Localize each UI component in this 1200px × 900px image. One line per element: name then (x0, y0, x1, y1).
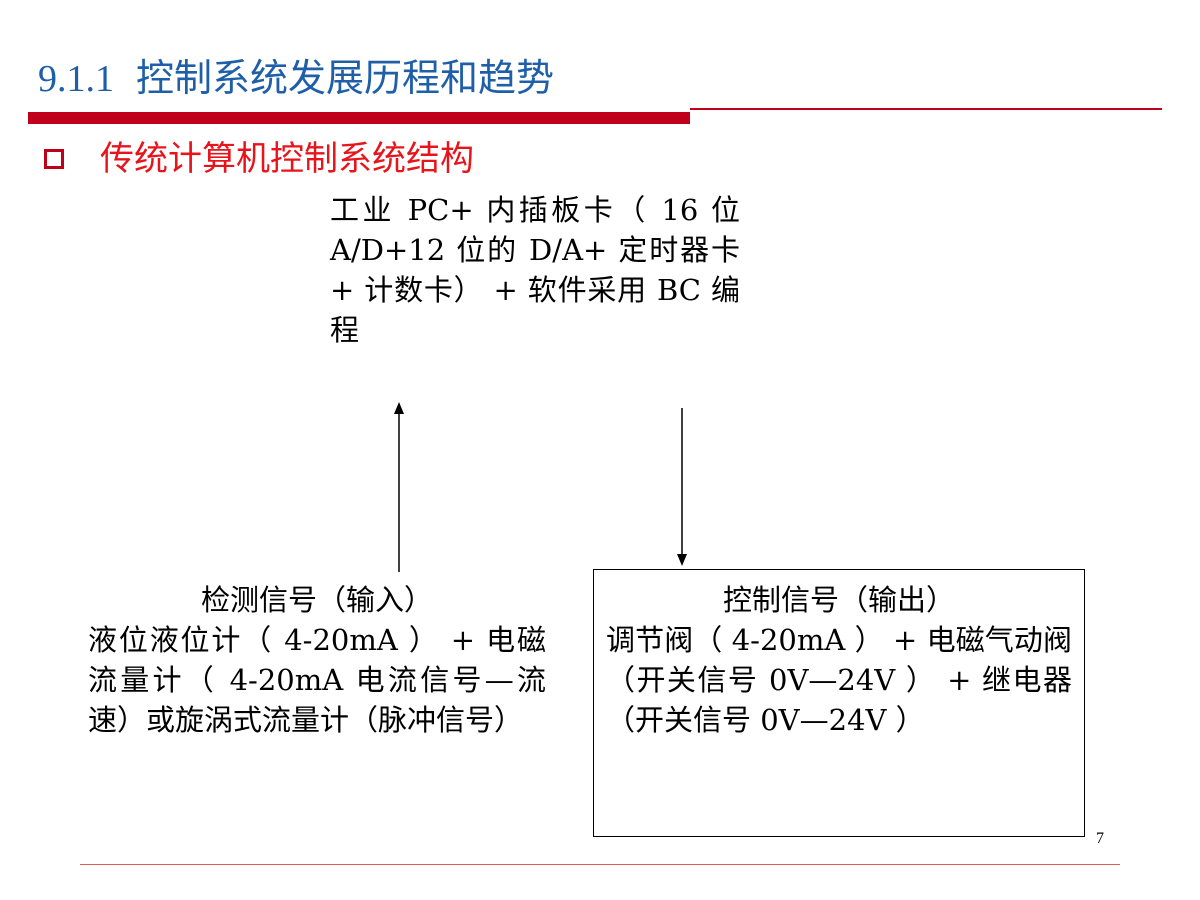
square-bullet-icon (44, 149, 64, 169)
pc-block-text: 工业 PC+ 内插板卡（ 16 位 A/D+12 位的 D/A+ 定时器卡 + … (330, 193, 740, 347)
title-underline-thick (28, 112, 690, 124)
input-signal-block: 检测信号（输入） 液位液位计（ 4-20mA ） + 电磁流量计（ 4-20mA… (88, 580, 546, 740)
title-text: 控制系统发展历程和趋势 (136, 56, 555, 100)
output-signal-block: 控制信号（输出） 调节阀（ 4-20mA ） + 电磁气动阀（开关信号 0V—2… (606, 580, 1072, 740)
output-body: 调节阀（ 4-20mA ） + 电磁气动阀（开关信号 0V—24V ） + 继电… (606, 623, 1072, 737)
title-underline-thin (690, 108, 1162, 110)
slide-title: 9.1.1 控制系统发展历程和趋势 (38, 52, 554, 105)
subtitle: 传统计算机控制系统结构 (100, 139, 474, 179)
input-body: 液位液位计（ 4-20mA ） + 电磁流量计（ 4-20mA 电流信号—流速）… (88, 623, 546, 737)
output-heading: 控制信号（输出） (722, 583, 955, 617)
output-signal-box (593, 569, 1085, 837)
section-number: 9.1.1 (38, 58, 114, 100)
page-number: 7 (1096, 830, 1104, 847)
input-heading: 检测信号（输入） (200, 583, 433, 617)
footer-divider (80, 864, 1120, 865)
input-arrow-head-icon (394, 402, 404, 414)
output-arrow-head-icon (677, 554, 687, 566)
